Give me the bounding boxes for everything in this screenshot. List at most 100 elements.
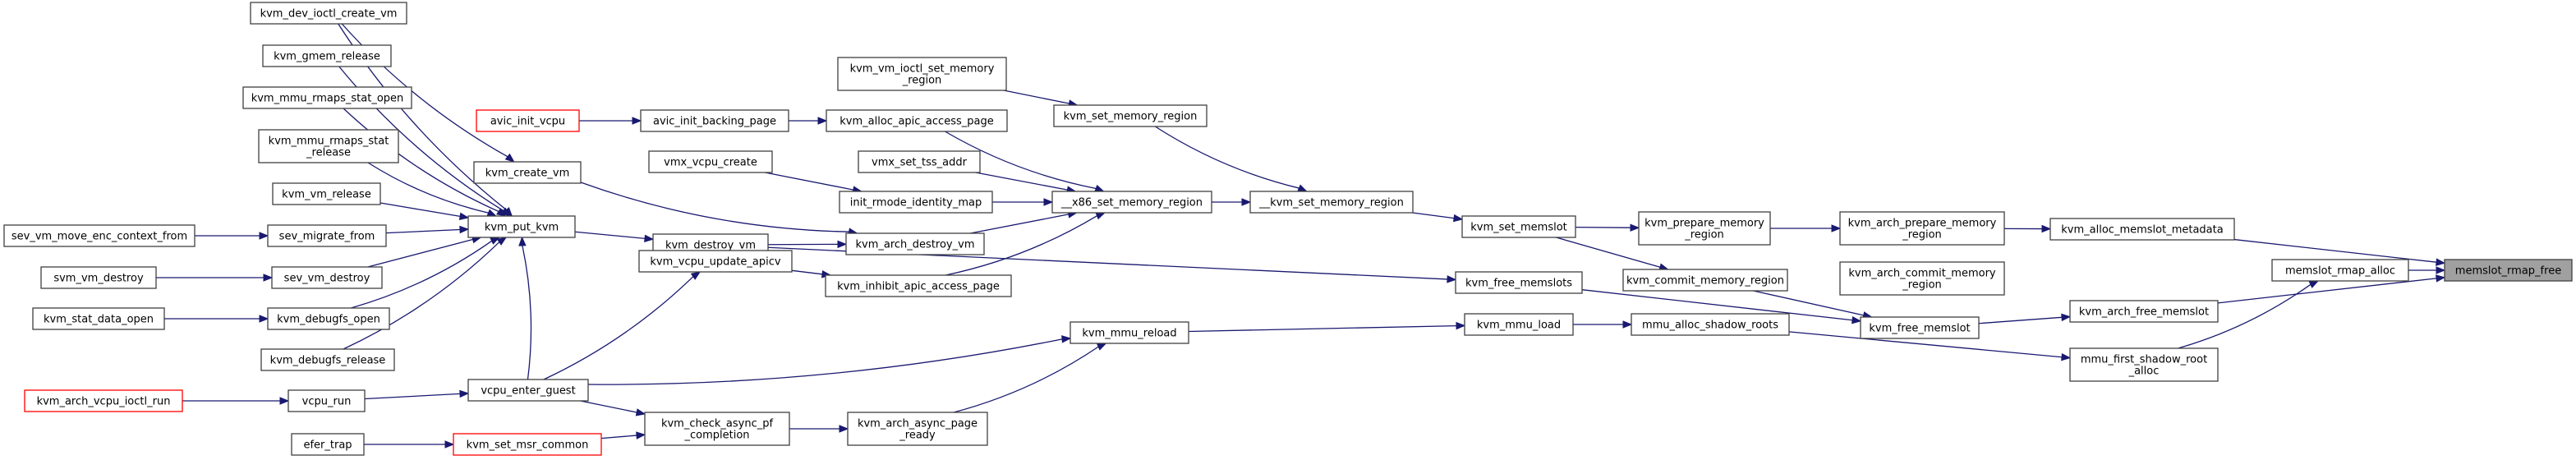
node-x86_set_memory_region[interactable]: __x86_set_memory_region — [1051, 191, 1212, 214]
node-memslot_rmap_alloc[interactable]: memslot_rmap_alloc — [2271, 259, 2409, 282]
node-kvm_check_async_pf_completion[interactable]: kvm_check_async_pf_completion — [644, 412, 790, 446]
node-kvm_set_memory_region_inner[interactable]: __kvm_set_memory_region — [1249, 191, 1414, 214]
node-box-kvm_check_async_pf_completion[interactable] — [644, 412, 790, 446]
node-box-mmu_first_shadow_root_alloc[interactable] — [2069, 347, 2219, 382]
node-box-kvm_mmu_load[interactable] — [1464, 313, 1574, 336]
node-kvm_alloc_memslot_metadata[interactable]: kvm_alloc_memslot_metadata — [2049, 218, 2235, 241]
node-kvm_arch_async_page_ready[interactable]: kvm_arch_async_page_ready — [847, 412, 988, 446]
node-box-kvm_vm_ioctl_set_memory_region[interactable] — [837, 57, 1007, 91]
node-sev_migrate_from[interactable]: sev_migrate_from — [267, 224, 387, 247]
node-sev_vm_move_enc_context_from[interactable]: sev_vm_move_enc_context_from — [3, 224, 196, 247]
node-label-kvm_alloc_memslot_metadata: kvm_alloc_memslot_metadata — [2061, 224, 2223, 237]
node-box-mmu_alloc_shadow_roots[interactable] — [1631, 313, 1790, 336]
node-box-kvm_arch_destroy_vm[interactable] — [845, 232, 985, 255]
node-box-x86_set_memory_region[interactable] — [1051, 191, 1212, 214]
node-box-vcpu_run[interactable] — [288, 389, 366, 412]
node-box-kvm_arch_prepare_memory_region[interactable] — [1839, 211, 2005, 246]
node-box-kvm_set_memslot[interactable] — [1461, 215, 1576, 238]
node-box-sev_vm_move_enc_context_from[interactable] — [3, 224, 196, 247]
node-box-kvm_gmem_release[interactable] — [262, 44, 392, 67]
node-efer_trap[interactable]: efer_trap — [291, 433, 365, 456]
node-avic_init_backing_page[interactable]: avic_init_backing_page — [640, 109, 789, 132]
node-kvm_commit_memory_region[interactable]: kvm_commit_memory_region — [1622, 269, 1788, 292]
node-kvm_create_vm[interactable]: kvm_create_vm — [473, 161, 582, 184]
node-box-kvm_create_vm[interactable] — [473, 161, 582, 184]
node-box-kvm_debugfs_release[interactable] — [260, 348, 395, 371]
node-kvm_vcpu_update_apicv[interactable]: kvm_vcpu_update_apicv — [638, 250, 793, 273]
node-kvm_gmem_release[interactable]: kvm_gmem_release — [262, 44, 392, 67]
node-kvm_free_memslots[interactable]: kvm_free_memslots — [1455, 271, 1583, 294]
node-init_rmode_identity_map[interactable]: init_rmode_identity_map — [839, 191, 993, 214]
node-box-kvm_arch_commit_memory_region[interactable] — [1839, 261, 2005, 296]
node-kvm_vm_ioctl_set_memory_region[interactable]: kvm_vm_ioctl_set_memory_region — [837, 57, 1007, 91]
node-box-kvm_vcpu_update_apicv[interactable] — [638, 250, 793, 273]
node-box-sev_vm_destroy[interactable] — [271, 266, 383, 289]
node-kvm_mmu_rmaps_stat_open[interactable]: kvm_mmu_rmaps_stat_open — [242, 86, 412, 109]
node-box-kvm_alloc_apic_access_page[interactable] — [826, 109, 1008, 132]
node-kvm_prepare_memory_region[interactable]: kvm_prepare_memory_region — [1638, 211, 1771, 246]
node-avic_init_vcpu[interactable]: avic_init_vcpu — [476, 109, 580, 132]
node-vmx_set_tss_addr[interactable]: vmx_set_tss_addr — [858, 150, 981, 173]
node-vcpu_enter_guest[interactable]: vcpu_enter_guest — [467, 379, 589, 402]
node-kvm_mmu_load[interactable]: kvm_mmu_load — [1464, 313, 1574, 336]
node-kvm_put_kvm[interactable]: kvm_put_kvm — [467, 215, 576, 238]
node-box-kvm_inhibit_apic_access_page[interactable] — [825, 274, 1012, 297]
node-box-kvm_stat_data_open[interactable] — [32, 307, 165, 330]
node-box-memslot_rmap_free[interactable] — [2444, 259, 2573, 282]
node-box-kvm_arch_vcpu_ioctl_run[interactable] — [24, 389, 183, 412]
node-box-kvm_free_memslot[interactable] — [1860, 316, 1980, 339]
node-mmu_first_shadow_root_alloc[interactable]: mmu_first_shadow_root_alloc — [2069, 347, 2219, 382]
node-kvm_mmu_rmaps_stat_release[interactable]: kvm_mmu_rmaps_stat_release — [258, 129, 399, 163]
node-kvm_arch_prepare_memory_region[interactable]: kvm_arch_prepare_memory_region — [1839, 211, 2005, 246]
node-mmu_alloc_shadow_roots[interactable]: mmu_alloc_shadow_roots — [1631, 313, 1790, 336]
node-box-vmx_vcpu_create[interactable] — [648, 150, 773, 173]
node-box-vmx_set_tss_addr[interactable] — [858, 150, 981, 173]
node-box-kvm_mmu_reload[interactable] — [1070, 321, 1189, 344]
node-kvm_set_memory_region[interactable]: kvm_set_memory_region — [1053, 104, 1208, 127]
node-box-efer_trap[interactable] — [291, 433, 365, 456]
node-box-kvm_set_memory_region_inner[interactable] — [1249, 191, 1414, 214]
node-kvm_free_memslot[interactable]: kvm_free_memslot — [1860, 316, 1980, 339]
node-kvm_arch_vcpu_ioctl_run[interactable]: kvm_arch_vcpu_ioctl_run — [24, 389, 183, 412]
node-box-svm_vm_destroy[interactable] — [40, 266, 157, 289]
node-box-kvm_set_msr_common[interactable] — [453, 433, 602, 456]
node-box-kvm_arch_async_page_ready[interactable] — [847, 412, 988, 446]
node-kvm_inhibit_apic_access_page[interactable]: kvm_inhibit_apic_access_page — [825, 274, 1012, 297]
node-box-init_rmode_identity_map[interactable] — [839, 191, 993, 214]
node-kvm_alloc_apic_access_page[interactable]: kvm_alloc_apic_access_page — [826, 109, 1008, 132]
node-box-kvm_mmu_rmaps_stat_release[interactable] — [258, 129, 399, 163]
node-kvm_debugfs_open[interactable]: kvm_debugfs_open — [267, 307, 390, 330]
node-kvm_debugfs_release[interactable]: kvm_debugfs_release — [260, 348, 395, 371]
node-svm_vm_destroy[interactable]: svm_vm_destroy — [40, 266, 157, 289]
node-sev_vm_destroy[interactable]: sev_vm_destroy — [271, 266, 383, 289]
node-box-kvm_dev_ioctl_create_vm[interactable] — [250, 2, 407, 25]
node-box-kvm_set_memory_region[interactable] — [1053, 104, 1208, 127]
node-box-kvm_commit_memory_region[interactable] — [1622, 269, 1788, 292]
node-box-kvm_prepare_memory_region[interactable] — [1638, 211, 1771, 246]
node-vcpu_run[interactable]: vcpu_run — [288, 389, 366, 412]
node-kvm_arch_commit_memory_region[interactable]: kvm_arch_commit_memory_region — [1839, 261, 2005, 296]
node-box-sev_migrate_from[interactable] — [267, 224, 387, 247]
node-box-kvm_mmu_rmaps_stat_open[interactable] — [242, 86, 412, 109]
node-box-kvm_debugfs_open[interactable] — [267, 307, 390, 330]
node-kvm_dev_ioctl_create_vm[interactable]: kvm_dev_ioctl_create_vm — [250, 2, 407, 25]
node-box-avic_init_vcpu[interactable] — [476, 109, 580, 132]
node-box-vcpu_enter_guest[interactable] — [467, 379, 589, 402]
node-kvm_vm_release[interactable]: kvm_vm_release — [272, 182, 381, 205]
node-kvm_stat_data_open[interactable]: kvm_stat_data_open — [32, 307, 165, 330]
node-kvm_mmu_reload[interactable]: kvm_mmu_reload — [1070, 321, 1189, 344]
node-box-kvm_vm_release[interactable] — [272, 182, 381, 205]
node-vmx_vcpu_create[interactable]: vmx_vcpu_create — [648, 150, 773, 173]
node-box-kvm_free_memslots[interactable] — [1455, 271, 1583, 294]
node-box-kvm_arch_free_memslot[interactable] — [2069, 300, 2219, 323]
node-box-kvm_alloc_memslot_metadata[interactable] — [2049, 218, 2235, 241]
node-box-avic_init_backing_page[interactable] — [640, 109, 789, 132]
node-kvm_set_memslot[interactable]: kvm_set_memslot — [1461, 215, 1576, 238]
node-box-kvm_put_kvm[interactable] — [467, 215, 576, 238]
node-memslot_rmap_free[interactable]: memslot_rmap_free — [2444, 259, 2573, 282]
node-kvm_arch_destroy_vm[interactable]: kvm_arch_destroy_vm — [845, 232, 985, 255]
node-kvm_set_msr_common[interactable]: kvm_set_msr_common — [453, 433, 602, 456]
arrowhead-kvm_gmem_release-to-kvm_put_kvm — [500, 207, 511, 217]
node-box-memslot_rmap_alloc[interactable] — [2271, 259, 2409, 282]
node-kvm_arch_free_memslot[interactable]: kvm_arch_free_memslot — [2069, 300, 2219, 323]
